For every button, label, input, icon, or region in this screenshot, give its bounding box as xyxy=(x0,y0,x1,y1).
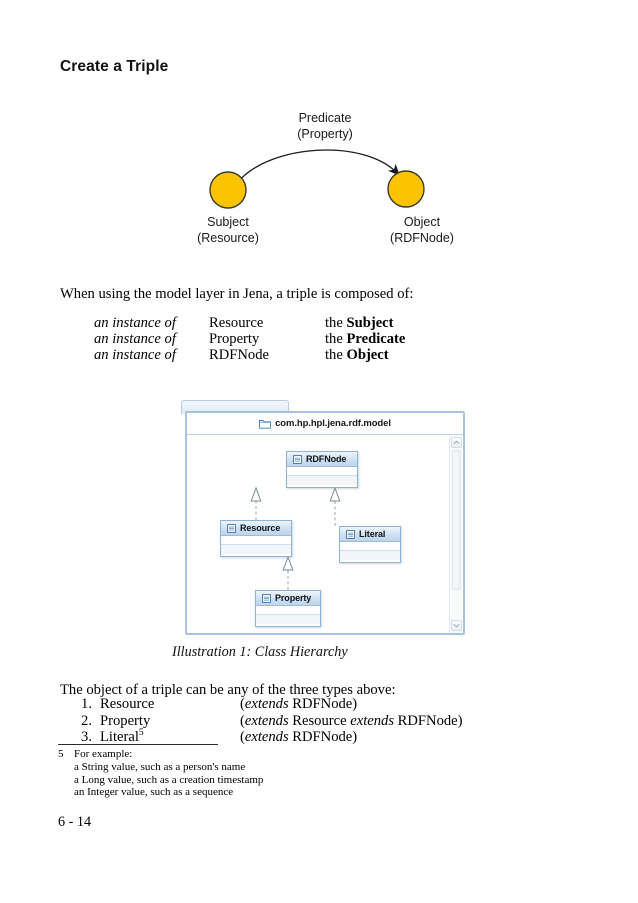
chevron-up-icon xyxy=(453,440,460,445)
instance-cell: an instance of xyxy=(94,347,176,363)
interface-icon xyxy=(262,593,271,603)
subject-label-line2: (Resource) xyxy=(197,231,259,245)
table-row: an instance of Resource the Subject xyxy=(94,316,405,332)
predicate-label-line2: (Property) xyxy=(297,127,353,141)
role-name: Object xyxy=(346,347,389,363)
role-prefix: the xyxy=(325,347,347,363)
footnote-line-3: a Long value, such as a creation timesta… xyxy=(74,773,264,786)
page-title: Create a Triple xyxy=(60,58,169,75)
uml-class-operations xyxy=(287,476,357,485)
footnote-block: 5 For example: a String value, such as a… xyxy=(58,748,263,799)
list-item: 3. Literal5 (extends RDFNode) xyxy=(70,728,463,746)
subject-label: Subject (Resource) xyxy=(158,214,298,246)
uml-class-property[interactable]: Property xyxy=(255,590,321,627)
role-name: Subject xyxy=(346,315,394,331)
uml-class-header: Resource xyxy=(221,521,291,536)
role-cell: the Object xyxy=(325,348,405,364)
uml-package-title: com.hp.hpl.jena.rdf.model xyxy=(275,418,391,429)
uml-class-header: Property xyxy=(256,591,320,606)
scrollbar-thumb[interactable] xyxy=(452,450,461,590)
list-item: 2. Property (extends Resource extends RD… xyxy=(70,712,463,730)
role-name: Predicate xyxy=(346,331,406,347)
object-types-list: 1. Resource (extends RDFNode) 2. Propert… xyxy=(70,696,463,746)
uml-class-operations xyxy=(256,615,320,624)
uml-class-operations xyxy=(340,551,400,560)
list-item-name: Property xyxy=(100,712,151,729)
intro-paragraph: When using the model layer in Jena, a tr… xyxy=(60,286,414,302)
list-item-extends: (extends RDFNode) xyxy=(240,729,358,745)
object-label: Object (RDFNode) xyxy=(352,214,492,246)
uml-window-tab[interactable] xyxy=(181,400,289,414)
type-cell: Resource xyxy=(209,315,264,331)
object-label-line2: (RDFNode) xyxy=(390,231,454,245)
uml-package-titlebar: com.hp.hpl.jena.rdf.model xyxy=(187,413,463,435)
object-types-paragraph: The object of a triple can be any of the… xyxy=(60,682,396,698)
triple-diagram-graphic xyxy=(209,149,425,209)
uml-class-diagram-figure: com.hp.hpl.jena.rdf.model xyxy=(179,400,465,635)
uml-class-literal[interactable]: Literal xyxy=(339,526,401,563)
object-node-circle xyxy=(387,170,425,208)
vertical-scrollbar[interactable] xyxy=(449,435,462,633)
uml-class-name: Resource xyxy=(240,523,281,533)
footnote-marker[interactable]: 5 xyxy=(138,728,144,739)
list-item-number: 1. xyxy=(81,696,92,712)
footnote-number: 5 xyxy=(58,748,64,760)
scroll-down-button[interactable] xyxy=(451,620,462,631)
list-item-name: Literal5 xyxy=(100,728,144,745)
folder-icon xyxy=(259,419,272,429)
uml-class-attributes xyxy=(340,542,400,551)
list-item-extends: (extends RDFNode) xyxy=(240,696,358,712)
uml-class-attributes xyxy=(221,536,291,545)
triple-diagram: Predicate (Property) Subject (Resource) … xyxy=(150,110,500,255)
uml-class-attributes xyxy=(256,606,320,615)
list-item: 1. Resource (extends RDFNode) xyxy=(70,696,463,713)
interface-icon xyxy=(293,454,302,464)
type-cell: RDFNode xyxy=(209,347,269,363)
table-row: an instance of RDFNode the Object xyxy=(94,348,405,364)
footnote-line-1: For example: xyxy=(74,748,133,760)
uml-canvas: RDFNode Resource xyxy=(187,435,463,633)
type-cell: Property xyxy=(209,331,260,347)
instance-cell: an instance of xyxy=(94,331,176,347)
interface-icon xyxy=(227,523,236,533)
footnote-text: For example: a String value, such as a p… xyxy=(74,748,263,799)
list-item-name: Resource xyxy=(100,696,155,712)
uml-class-name: Literal xyxy=(359,529,386,539)
predicate-arrow xyxy=(237,149,400,183)
predicate-label: Predicate (Property) xyxy=(150,110,500,142)
triple-composition-table: an instance of Resource the Subject an i… xyxy=(94,316,405,364)
subject-node-circle xyxy=(209,171,247,209)
uml-window: com.hp.hpl.jena.rdf.model xyxy=(185,411,465,635)
role-prefix: the xyxy=(325,315,347,331)
list-item-extends: (extends Resource extends RDFNode) xyxy=(240,712,463,729)
chevron-down-icon xyxy=(453,623,460,628)
uml-class-resource[interactable]: Resource xyxy=(220,520,292,557)
scroll-up-button[interactable] xyxy=(451,437,462,448)
role-cell: the Predicate xyxy=(325,332,405,348)
object-label-line1: Object xyxy=(403,215,441,229)
role-prefix: the xyxy=(325,331,347,347)
table-row: an instance of Property the Predicate xyxy=(94,332,405,348)
footnote-separator xyxy=(58,744,218,745)
predicate-label-line1: Predicate xyxy=(298,111,352,125)
uml-class-rdfnode[interactable]: RDFNode xyxy=(286,451,358,488)
subject-label-line1: Subject xyxy=(207,215,249,229)
uml-class-name: RDFNode xyxy=(306,454,347,464)
page-number: 6 - 14 xyxy=(58,814,92,830)
uml-class-operations xyxy=(221,545,291,554)
uml-class-header: Literal xyxy=(340,527,400,542)
uml-class-header: RDFNode xyxy=(287,452,357,467)
footnote-line-2: a String value, such as a person's name xyxy=(74,760,246,773)
role-cell: the Subject xyxy=(325,316,405,332)
figure-caption: Illustration 1: Class Hierarchy xyxy=(172,644,348,660)
list-item-number: 3. xyxy=(81,729,92,745)
uml-class-name: Property xyxy=(275,593,312,603)
instance-cell: an instance of xyxy=(94,315,176,331)
interface-icon xyxy=(346,529,355,539)
uml-class-attributes xyxy=(287,467,357,476)
list-item-number: 2. xyxy=(81,712,92,729)
footnote-line-4: an Integer value, such as a sequence xyxy=(74,786,234,799)
